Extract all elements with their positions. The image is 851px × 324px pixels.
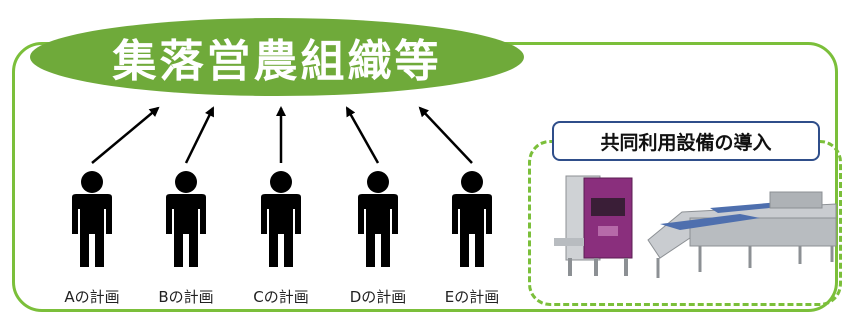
person-e-label: Eの計画: [444, 288, 500, 306]
arrow-e: [418, 106, 473, 164]
person-e-icon: [452, 171, 492, 267]
person-a-icon: [72, 171, 112, 267]
person-a-label: Aの計画: [64, 288, 120, 306]
organization-ellipse: 集落営農組織等: [30, 18, 524, 96]
organization-title: 集落営農組織等: [112, 36, 442, 87]
person-d-icon: [358, 171, 398, 267]
person-c-label: Cの計画: [253, 288, 309, 306]
person-b-label: Bの計画: [158, 288, 214, 306]
arrow-d: [345, 106, 380, 164]
person-b-icon: [166, 171, 206, 267]
washing-conveyor-icon: [647, 191, 837, 278]
shared-equipment-title: 共同利用設備の導入: [600, 131, 772, 154]
person-d-label: Dの計画: [349, 288, 407, 306]
person-c-icon: [261, 171, 301, 267]
arrow-a: [91, 106, 160, 164]
sorting-machine-icon: [554, 175, 633, 276]
equipment-illustration: [554, 175, 837, 278]
shared-equipment-label-box: 共同利用設備の導入: [552, 121, 820, 161]
arrow-b: [184, 106, 215, 164]
